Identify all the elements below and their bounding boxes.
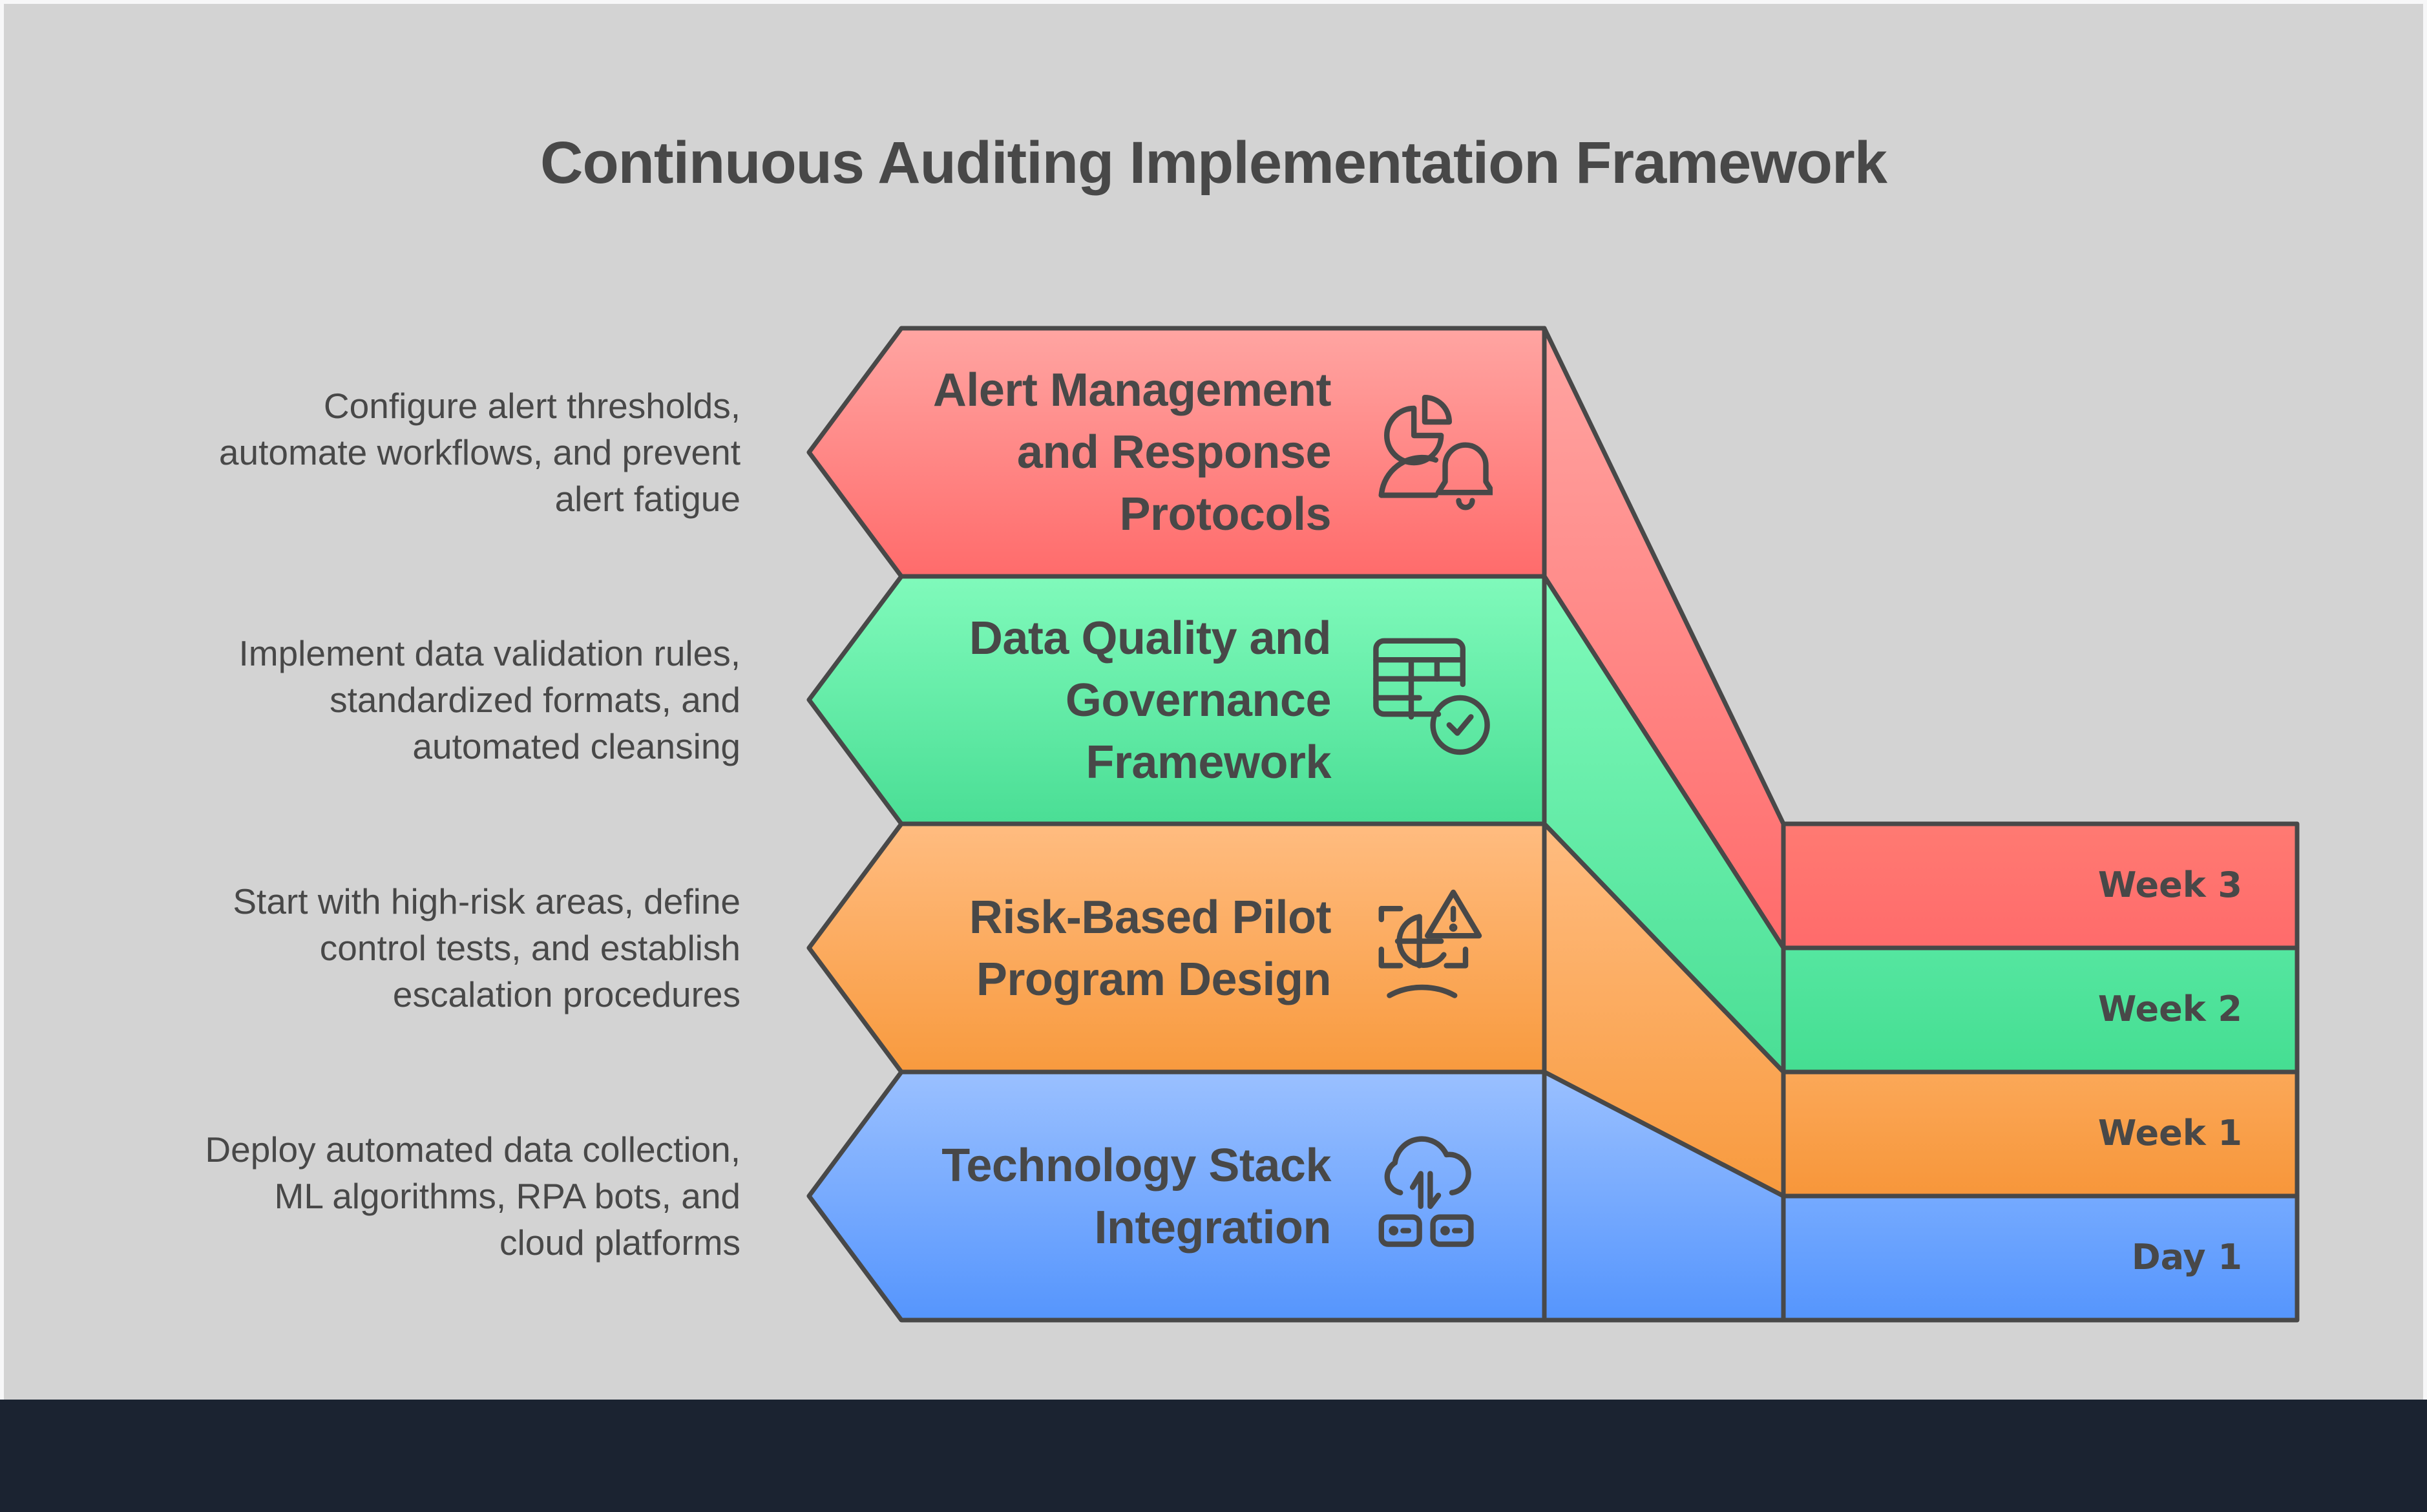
title-line: Alert Management xyxy=(932,364,1332,416)
step-description: Deploy automated data collection, ML alg… xyxy=(94,1126,741,1266)
cloud-servers-sync-icon xyxy=(1378,1136,1474,1247)
description-line: escalation procedures xyxy=(392,974,741,1014)
title-line: Data Quality and xyxy=(969,613,1332,664)
timeline-label: Week 1 xyxy=(2097,1113,2242,1153)
title-line: Risk-Based Pilot xyxy=(969,892,1332,943)
title-line: Program Design xyxy=(976,954,1332,1005)
title-line: Framework xyxy=(1086,737,1331,788)
title-line: Integration xyxy=(1094,1202,1332,1254)
timeline-block-red xyxy=(1781,821,2300,950)
step-title: Risk-Based Pilot Program Design xyxy=(840,887,1332,1011)
step-title: Technology Stack Integration xyxy=(840,1135,1331,1259)
timeline-block-green xyxy=(1781,945,2300,1075)
timeline-block-blue xyxy=(1781,1193,2300,1323)
description-line: Implement data validation rules, xyxy=(238,633,741,673)
description-line: control tests, and establish xyxy=(319,928,741,968)
risk-scan-warning-icon xyxy=(1378,889,1482,998)
step-description: Implement data validation rules, standar… xyxy=(94,630,741,770)
table-check-icon xyxy=(1373,638,1490,755)
description-line: Start with high-risk areas, define xyxy=(233,881,741,921)
description-line: automate workflows, and prevent xyxy=(218,432,741,472)
description-line: ML algorithms, RPA bots, and xyxy=(274,1176,741,1216)
step-description: Configure alert thresholds, automate wor… xyxy=(94,383,741,522)
timeline-label: Week 2 xyxy=(2097,989,2242,1029)
timeline-label: Day 1 xyxy=(2131,1237,2242,1277)
user-chart-bell-icon xyxy=(1378,395,1493,510)
footer-bar xyxy=(0,1400,2427,1512)
description-line: automated cleansing xyxy=(412,726,741,766)
title-line: and Response xyxy=(1016,426,1332,478)
description-line: standardized formats, and xyxy=(330,680,741,720)
description-line: cloud platforms xyxy=(499,1223,741,1263)
title-line: Protocols xyxy=(1119,488,1331,540)
step-description: Start with high-risk areas, define contr… xyxy=(94,878,741,1018)
description-line: Configure alert thresholds, xyxy=(323,386,741,426)
timeline-label: Week 3 xyxy=(2097,865,2242,905)
description-line: alert fatigue xyxy=(554,479,741,519)
description-line: Deploy automated data collection, xyxy=(205,1129,741,1170)
timeline-block-orange xyxy=(1781,1069,2300,1199)
page-title: Continuous Auditing Implementation Frame… xyxy=(540,130,1887,196)
step-block-blue xyxy=(806,1069,1547,1323)
title-line: Governance xyxy=(1065,675,1332,726)
step-title: Alert Management and Response Protocols xyxy=(840,359,1332,545)
step-title: Data Quality and Governance Framework xyxy=(840,607,1332,793)
title-line: Technology Stack xyxy=(941,1140,1331,1192)
